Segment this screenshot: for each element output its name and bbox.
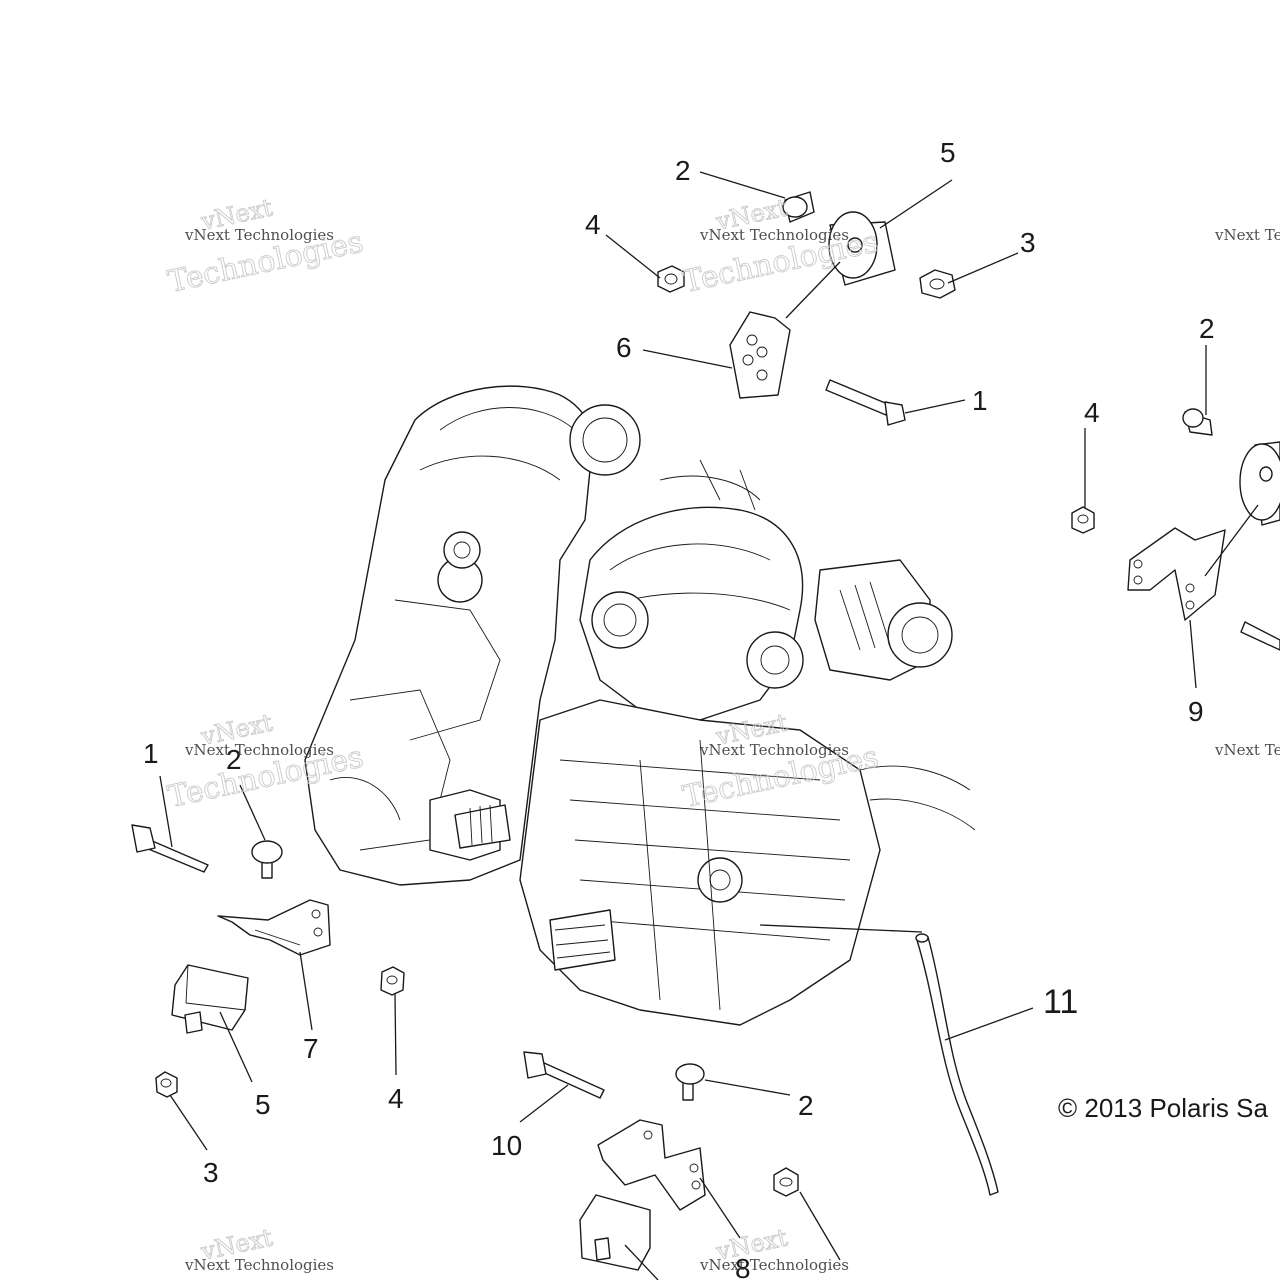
mount-cluster-bottom-center [523, 1051, 799, 1271]
callout-11: 11 [1043, 983, 1078, 1021]
copyright-notice: © 2013 Polaris Sa [1058, 1093, 1268, 1123]
callout-4: 4 [1084, 397, 1100, 428]
hose [759, 924, 999, 1196]
callout-9: 9 [1188, 696, 1204, 727]
bolt-bottom-left [131, 824, 209, 873]
bolt-bottom-center [523, 1051, 605, 1099]
flange-nut-right [1071, 506, 1095, 534]
callout-7: 7 [303, 1033, 319, 1064]
callout-6: 6 [616, 332, 632, 363]
watermark-line: vNext Technologies [184, 1256, 334, 1274]
callout-2: 2 [675, 155, 691, 186]
callout-3: 3 [203, 1157, 219, 1188]
mount-cluster-top [657, 191, 956, 426]
screw-bottom-left [251, 840, 283, 879]
leader-lines [159, 171, 1259, 1280]
screw-right [1182, 408, 1213, 436]
bracket-top [729, 311, 791, 399]
watermark-line: vNext Technologies [699, 1256, 849, 1274]
callout-4: 4 [585, 209, 601, 240]
screw-bottom-center [675, 1063, 705, 1101]
callout-2: 2 [226, 744, 242, 775]
screw-top [782, 191, 815, 223]
watermark-line: vNext Technologies [699, 226, 849, 244]
rubber-isolator-right [1239, 441, 1280, 526]
rubber-isolator-bottom-center [579, 1194, 651, 1271]
callout-numbers: 2 5 4 3 6 1 2 4 9 1 2 7 5 4 3 10 2 11 8 [143, 137, 1215, 1280]
callout-4: 4 [388, 1083, 404, 1114]
callout-5: 5 [255, 1089, 271, 1120]
bracket-bottom-left [217, 899, 331, 956]
callout-8: 8 [735, 1253, 751, 1280]
callout-3: 3 [1020, 227, 1036, 258]
callout-5: 5 [940, 137, 956, 168]
flange-nut-bottom-left [380, 966, 405, 996]
rubber-isolator-top [828, 211, 896, 286]
callout-2: 2 [798, 1090, 814, 1121]
flange-nut-top [657, 265, 685, 293]
bracket-right [1127, 527, 1226, 621]
engine-assembly [304, 385, 976, 1026]
rubber-isolator-bottom-left [171, 964, 249, 1034]
callout-10: 10 [491, 1130, 522, 1161]
watermark-line: vNext Technologies [1214, 741, 1280, 759]
watermark-line: vNext Technologies [184, 741, 334, 759]
watermark-line: vNext Technologies [699, 741, 849, 759]
callout-2: 2 [1199, 313, 1215, 344]
callout-1: 1 [972, 385, 988, 416]
watermark-line: vNext Technologies [1214, 226, 1280, 244]
mount-cluster-right [1071, 408, 1280, 651]
bracket-bottom-center [597, 1119, 706, 1211]
bolt-top [825, 379, 906, 426]
flange-nut-bottom-center [773, 1167, 799, 1197]
hex-nut-top [919, 269, 956, 299]
hex-nut-bottom-left [155, 1071, 178, 1098]
mount-cluster-bottom-left [131, 824, 405, 1098]
callout-1: 1 [143, 738, 159, 769]
bolt-right [1240, 621, 1280, 651]
watermark-line: vNext Technologies [184, 226, 334, 244]
